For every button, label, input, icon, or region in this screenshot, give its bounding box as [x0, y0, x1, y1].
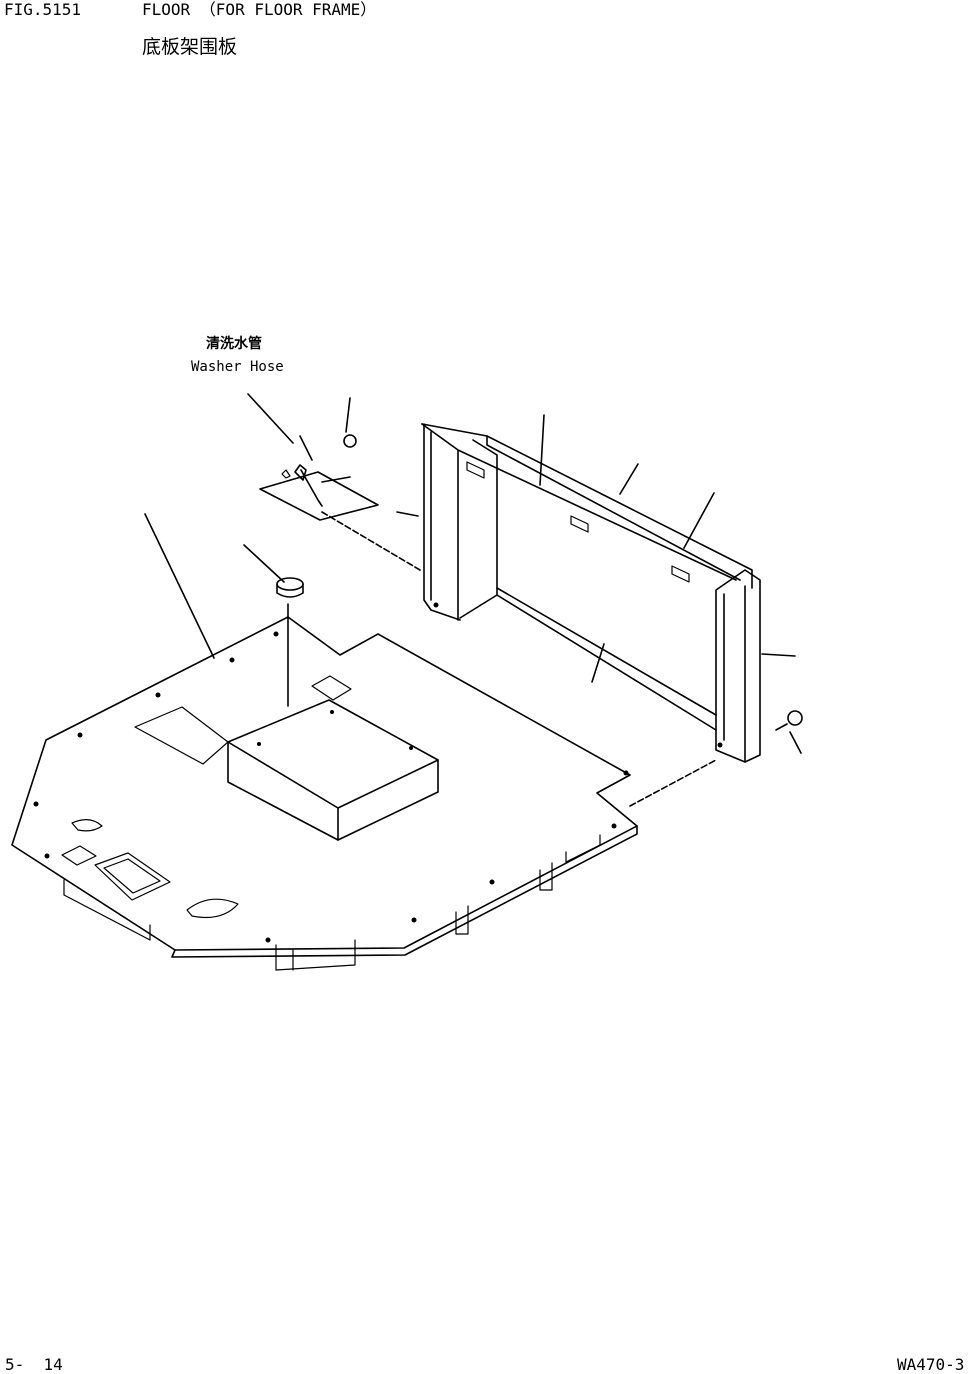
- model-code: WA470-3: [897, 1355, 965, 1374]
- figure-title-chinese: 底板架围板: [142, 36, 238, 58]
- leader-lines: [144, 393, 802, 754]
- floor-box-cover: [227, 699, 439, 841]
- floor-plate: [11, 616, 638, 971]
- floor-frame: [421, 423, 761, 763]
- alignment-lines: [321, 511, 717, 807]
- washer-hose-label-chinese: 清洗水管: [206, 336, 262, 352]
- mounting-bolt: [775, 710, 803, 731]
- washer-hose-label: Washer Hose: [191, 359, 284, 375]
- page-number: 5- 14: [5, 1355, 63, 1374]
- rubber-plug: [276, 577, 304, 598]
- figure-number: FIG.5151: [4, 0, 82, 19]
- washer-hose-assembly: [259, 434, 379, 521]
- figure-title: FLOOR （FOR FLOOR FRAME）: [142, 0, 377, 19]
